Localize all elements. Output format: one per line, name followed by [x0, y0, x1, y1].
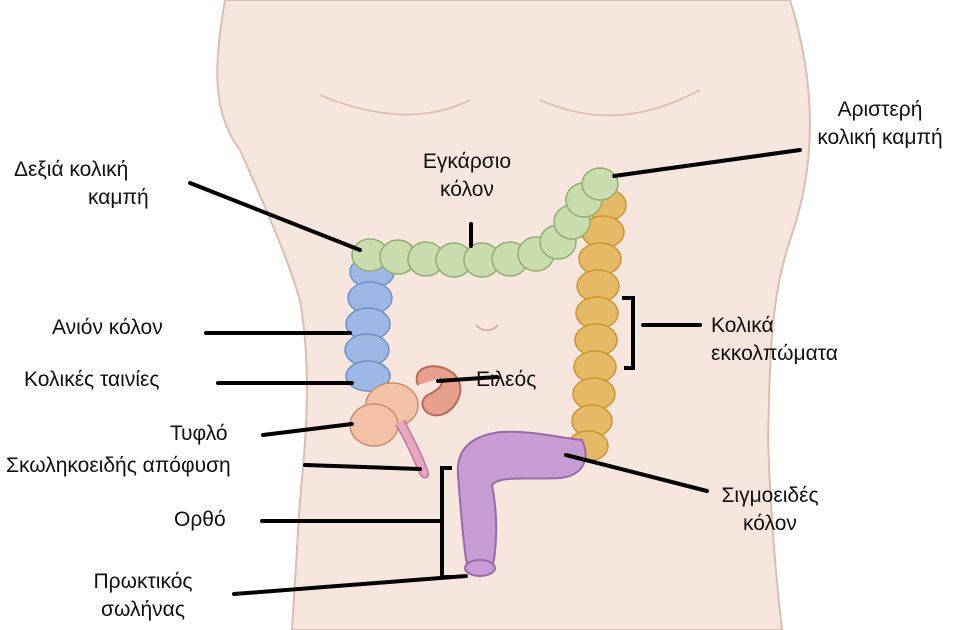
label-transverse-colon: Εγκάρσιο κόλον	[392, 148, 542, 204]
label-cecum: Τυφλό	[170, 420, 228, 448]
label-appendix: Σκωληκοειδής απόφυση	[6, 452, 231, 480]
label-taeniae-coli: Κολικές ταινίες	[24, 366, 159, 394]
label-ascending-colon: Ανιόν κόλον	[52, 314, 163, 342]
label-anal-canal: Πρωκτικός σωλήνας	[64, 568, 222, 624]
label-ileum: Ειλεός	[476, 366, 536, 394]
label-rectum: Ορθό	[174, 506, 226, 534]
label-left-colic-flexure: Αριστερή κολική καμπή	[800, 96, 960, 152]
label-right-colic-flexure: Δεξιά κολική καμπή	[14, 156, 149, 212]
ascending-colon	[345, 256, 394, 391]
label-haustra: Κολικά εκκολπώματα	[711, 312, 838, 368]
anal-canal-shape	[465, 560, 495, 576]
label-sigmoid-colon: Σιγμοειδές κόλον	[700, 482, 840, 538]
